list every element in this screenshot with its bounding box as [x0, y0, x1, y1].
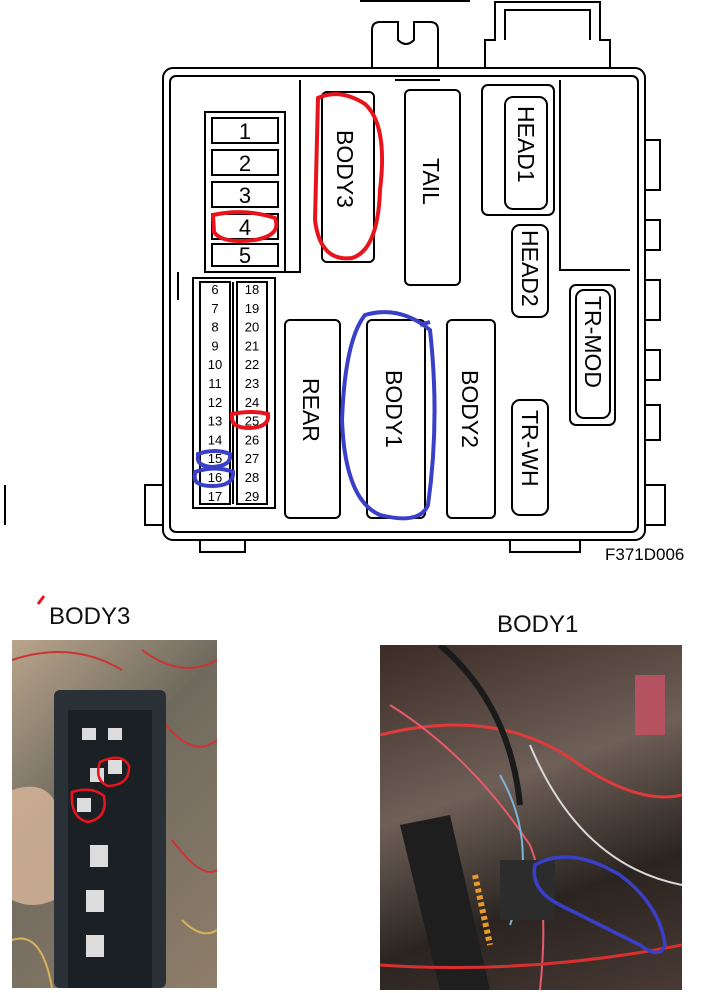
mini-fuse-label-23: 23 — [245, 376, 259, 391]
mini-fuse-label-15: 15 — [208, 451, 222, 466]
mini-fuse-label-26: 26 — [245, 432, 259, 447]
mini-fuse-label-21: 21 — [245, 338, 259, 353]
fuse-label-4: 4 — [239, 215, 251, 240]
mini-fuse-label-28: 28 — [245, 470, 259, 485]
mini-fuse-block — [192, 277, 276, 509]
relay-label-rear: REAR — [298, 378, 324, 442]
fuse-box-housing — [4, 67, 666, 553]
relay-label-tr-wh: TR-WH — [517, 410, 543, 487]
relay-label-head1: HEAD1 — [513, 106, 539, 183]
mini-fuse-label-20: 20 — [245, 320, 259, 335]
mini-fuse-label-7: 7 — [211, 301, 218, 316]
relay-label-body1: BODY1 — [381, 370, 407, 448]
mini-fuse-label-8: 8 — [211, 320, 218, 335]
top-connector — [360, 0, 611, 68]
diagram-code: F371D006 — [605, 545, 684, 564]
fuse-label-1: 1 — [239, 119, 251, 144]
mini-fuse-label-9: 9 — [211, 338, 218, 353]
photo-body1-wiring — [380, 645, 682, 990]
mini-fuse-label-29: 29 — [245, 489, 259, 504]
highlight-fuse-15 — [195, 449, 233, 470]
mini-fuse-label-22: 22 — [245, 357, 259, 372]
mini-fuse-label-11: 11 — [208, 376, 222, 391]
mini-fuse-label-27: 27 — [245, 451, 259, 466]
mini-fuse-label-10: 10 — [208, 357, 222, 372]
mini-fuse-label-6: 6 — [211, 282, 218, 297]
highlight-body3 — [312, 92, 385, 261]
mini-fuse-label-18: 18 — [245, 282, 259, 297]
photo-body3-connector — [12, 640, 217, 988]
relay-label-head2: HEAD2 — [517, 230, 543, 307]
mini-fuse-label-24: 24 — [245, 395, 259, 410]
relay-label-tail: TAIL — [418, 158, 444, 205]
highlight-fuse-25 — [230, 410, 271, 431]
fuse-label-2: 2 — [239, 151, 251, 176]
blue-highlights — [192, 310, 437, 521]
relay-outlines — [284, 84, 616, 519]
mini-fuse-label-12: 12 — [208, 395, 222, 410]
mini-fuse-label-14: 14 — [208, 432, 222, 447]
fuse-label-3: 3 — [239, 183, 251, 208]
relay-label-body2: BODY2 — [457, 370, 483, 448]
relay-label-body3: BODY3 — [332, 130, 358, 208]
photo-caption-body3: BODY3 — [49, 603, 131, 630]
body3-connector-illustration — [12, 649, 217, 988]
relay-label-tr-mod: TR-MOD — [580, 296, 606, 388]
mini-fuse-label-19: 19 — [245, 301, 259, 316]
body1-wiring-illustration — [380, 645, 682, 990]
mini-fuse-label-25: 25 — [245, 414, 259, 429]
mini-fuse-label-13: 13 — [208, 414, 222, 429]
mini-fuse-label-16: 16 — [208, 470, 222, 485]
highlight-body1 — [339, 310, 437, 521]
red-highlights — [210, 92, 385, 431]
highlight-fuse-4 — [210, 210, 279, 243]
photo-caption-body1: BODY1 — [497, 611, 579, 638]
highlight-fuse-16 — [192, 466, 236, 489]
mini-fuse-label-17: 17 — [208, 489, 222, 504]
red-tick-mark — [36, 595, 46, 605]
fuse-label-5: 5 — [239, 243, 251, 268]
